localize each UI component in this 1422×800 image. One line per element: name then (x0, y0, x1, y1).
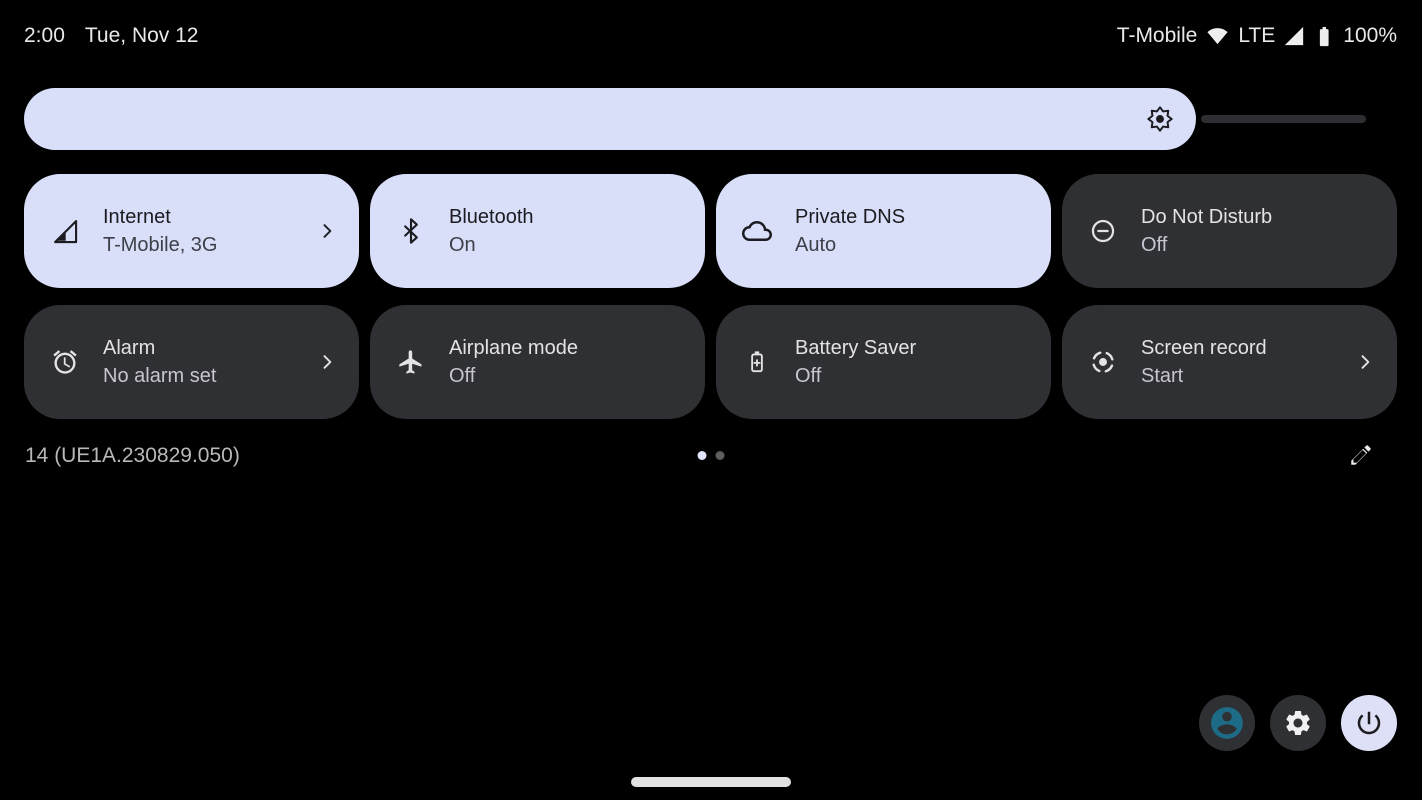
page-dot-active (697, 451, 707, 460)
tile-bluetooth[interactable]: Bluetooth On (370, 174, 705, 288)
tile-title: Screen record (1141, 336, 1267, 359)
tile-subtitle: Auto (795, 233, 837, 256)
tile-subtitle: Off (1141, 233, 1168, 256)
chevron-right-icon (317, 352, 337, 372)
cellular-signal-partial-icon (50, 216, 80, 246)
settings-button[interactable] (1270, 695, 1326, 751)
tile-title: Internet (103, 205, 171, 228)
tile-title: Private DNS (795, 205, 906, 228)
battery-saver-icon (742, 347, 772, 377)
tile-battery-saver[interactable]: Battery Saver Off (716, 305, 1051, 419)
tile-title: Alarm (103, 336, 156, 359)
quick-settings-grid: Internet T-Mobile, 3G Bluetooth On (24, 174, 1397, 419)
screen-record-icon (1088, 347, 1118, 377)
tile-do-not-disturb[interactable]: Do Not Disturb Off (1062, 174, 1397, 288)
tile-alarm[interactable]: Alarm No alarm set (24, 305, 359, 419)
page-dot (715, 451, 725, 460)
pencil-icon (1348, 442, 1374, 468)
build-number-label: 14 (UE1A.230829.050) (25, 444, 240, 467)
wifi-icon (1205, 25, 1230, 47)
tile-internet[interactable]: Internet T-Mobile, 3G (24, 174, 359, 288)
tile-title: Battery Saver (795, 336, 917, 359)
tile-subtitle: No alarm set (103, 364, 217, 387)
tile-title: Airplane mode (449, 336, 578, 359)
date: Tue, Nov 12 (84, 24, 199, 47)
tile-subtitle: Off (449, 364, 476, 387)
airplane-icon (396, 347, 426, 377)
user-switcher-button[interactable] (1199, 695, 1255, 751)
brightness-icon (1146, 105, 1174, 133)
power-button[interactable] (1341, 695, 1397, 751)
chevron-right-icon (317, 221, 337, 241)
battery-percent-label: 100% (1343, 24, 1397, 47)
power-icon (1354, 708, 1384, 738)
shade-footer-buttons (1199, 695, 1397, 751)
cellular-signal-icon (1283, 25, 1305, 47)
tile-subtitle: Start (1141, 364, 1184, 387)
home-gesture-pill[interactable] (631, 777, 791, 787)
tile-subtitle: T-Mobile, 3G (103, 233, 218, 256)
bluetooth-icon (396, 216, 426, 246)
page-indicator (697, 451, 725, 460)
chevron-right-icon (1355, 352, 1375, 372)
tile-screen-record[interactable]: Screen record Start (1062, 305, 1397, 419)
tile-airplane-mode[interactable]: Airplane mode Off (370, 305, 705, 419)
tile-subtitle: On (449, 233, 476, 256)
tile-private-dns[interactable]: Private DNS Auto (716, 174, 1051, 288)
tile-title: Do Not Disturb (1141, 205, 1273, 228)
brightness-track[interactable] (1201, 115, 1366, 123)
edit-tiles-button[interactable] (1348, 442, 1374, 468)
gear-icon (1283, 708, 1313, 738)
status-bar: 2:00 Tue, Nov 12 T-Mobile LTE 100% (24, 20, 1397, 52)
battery-icon (1313, 25, 1335, 48)
tile-title: Bluetooth (449, 205, 534, 228)
cloud-icon (742, 216, 772, 246)
brightness-slider[interactable] (24, 88, 1196, 150)
alarm-clock-icon (50, 347, 80, 377)
carrier-label: T-Mobile (1116, 24, 1198, 47)
clock: 2:00 (24, 24, 65, 47)
tile-subtitle: Off (795, 364, 822, 387)
avatar-icon (1208, 704, 1246, 742)
network-type-label: LTE (1238, 24, 1276, 47)
do-not-disturb-icon (1088, 216, 1118, 246)
